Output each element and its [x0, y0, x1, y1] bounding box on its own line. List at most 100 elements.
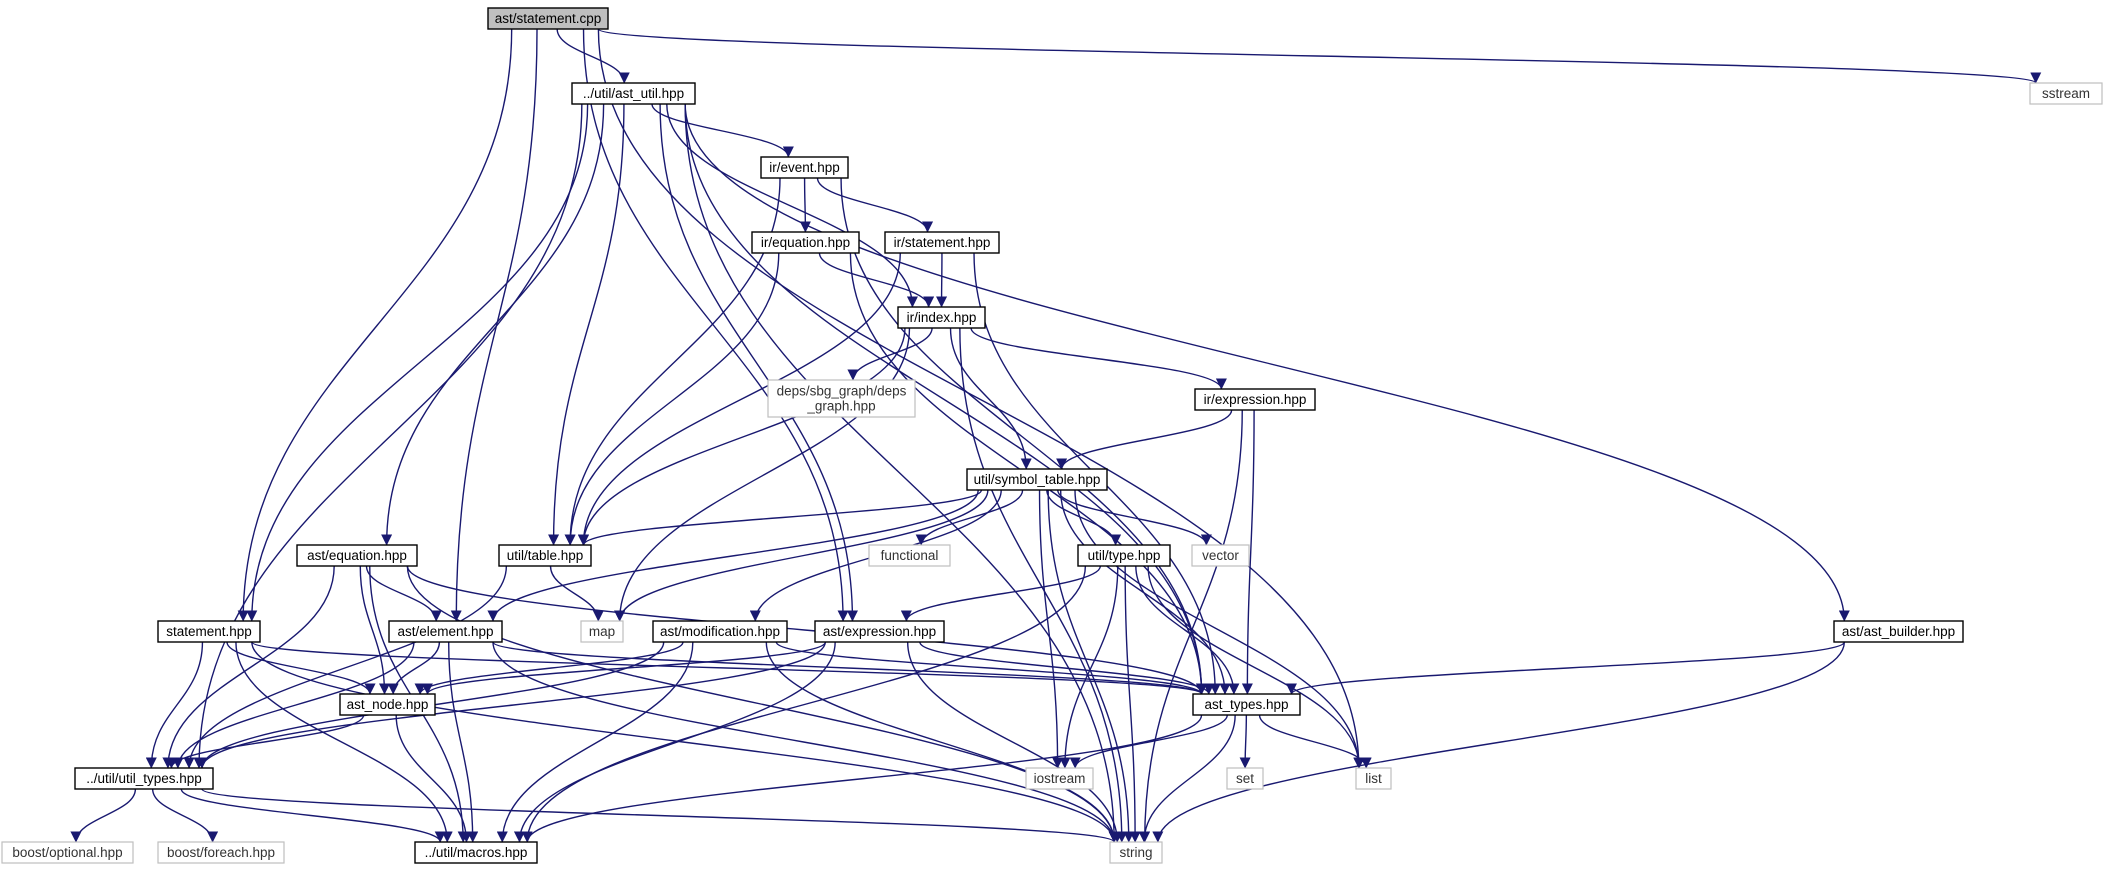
- edge-util_ast_util_hpp-to-ast_expression_hpp: [659, 103, 858, 622]
- node-label-util_table_hpp: util/table.hpp: [507, 548, 584, 563]
- node-label-string: string: [1119, 845, 1152, 860]
- node-util_type_hpp[interactable]: util/type.hpp: [1077, 544, 1171, 567]
- node-label-ast_types_hpp: ast_types.hpp: [1204, 697, 1288, 712]
- node-label-ir_statement_hpp: ir/statement.hpp: [894, 235, 991, 250]
- node-iostream[interactable]: iostream: [1025, 767, 1094, 790]
- edge-ast_expression_hpp-to-ast_types_hpp: [919, 641, 1215, 695]
- edge-util_type_hpp-to-ast_expression_hpp: [900, 565, 1102, 622]
- node-box-ast_ast_builder_hpp[interactable]: [1833, 620, 1964, 643]
- node-statement_hpp[interactable]: statement.hpp: [157, 620, 261, 643]
- edge-ast_types_hpp-to-set: [1239, 714, 1251, 769]
- node-boost_foreach_hpp[interactable]: boost/foreach.hpp: [157, 841, 285, 864]
- node-box-util_symbol_table_hpp[interactable]: [966, 468, 1108, 491]
- node-ir_equation_hpp[interactable]: ir/equation.hpp: [751, 231, 860, 254]
- edge-ir_equation_hpp-to-util_table_hpp: [564, 252, 780, 546]
- node-ast_types_hpp[interactable]: ast_types.hpp: [1192, 693, 1301, 716]
- node-ast_ast_builder_hpp[interactable]: ast/ast_builder.hpp: [1833, 620, 1964, 643]
- node-deps_graph_hpp[interactable]: deps/sbg_graph/deps_graph.hpp: [767, 379, 916, 418]
- edge-ast_ast_builder_hpp-to-string: [1152, 641, 1846, 843]
- node-boost_optional_hpp[interactable]: boost/optional.hpp: [1, 841, 134, 864]
- edge-util_table_hpp-to-util_util_types_hpp: [183, 565, 508, 769]
- node-set[interactable]: set: [1226, 767, 1264, 790]
- node-box-statement_cpp[interactable]: [487, 7, 609, 30]
- node-ir_statement_hpp[interactable]: ir/statement.hpp: [884, 231, 1000, 254]
- node-vector[interactable]: vector: [1191, 544, 1250, 567]
- node-box-map[interactable]: [580, 620, 624, 643]
- node-box-ir_equation_hpp[interactable]: [751, 231, 860, 254]
- node-box-ir_event_hpp[interactable]: [760, 156, 849, 179]
- node-box-list[interactable]: [1355, 767, 1392, 790]
- edge-util_util_types_hpp-to-boost_foreach_hpp: [151, 788, 219, 843]
- node-label-ir_expression_hpp: ir/expression.hpp: [1204, 392, 1307, 407]
- node-ir_index_hpp[interactable]: ir/index.hpp: [897, 306, 986, 329]
- node-label-functional: functional: [881, 548, 939, 563]
- node-box-set[interactable]: [1226, 767, 1264, 790]
- node-box-string[interactable]: [1109, 841, 1163, 864]
- node-box-util_table_hpp[interactable]: [498, 544, 592, 567]
- node-statement_cpp[interactable]: ast/statement.cpp: [487, 7, 609, 30]
- node-box-ast_types_hpp[interactable]: [1192, 693, 1301, 716]
- node-box-ast_element_hpp[interactable]: [388, 620, 503, 643]
- node-box-vector[interactable]: [1191, 544, 1250, 567]
- node-box-ir_statement_hpp[interactable]: [884, 231, 1000, 254]
- node-ast_node_hpp[interactable]: ast_node.hpp: [339, 693, 436, 716]
- node-util_table_hpp[interactable]: util/table.hpp: [498, 544, 592, 567]
- edge-util_ast_util_hpp-to-ast_types_hpp: [684, 103, 1208, 695]
- edge-statement_hpp-to-util_macros_hpp: [235, 641, 453, 843]
- node-label-util_macros_hpp: ../util/macros.hpp: [425, 845, 528, 860]
- node-util_util_types_hpp[interactable]: ../util/util_types.hpp: [74, 767, 214, 790]
- edge-util_ast_util_hpp-to-ir_event_hpp: [651, 103, 794, 158]
- edge-util_ast_util_hpp-to-ir_index_hpp: [666, 103, 918, 308]
- node-label-sstream: sstream: [2042, 86, 2090, 101]
- node-box-util_macros_hpp[interactable]: [414, 841, 538, 864]
- edge-ir_statement_hpp-to-util_table_hpp: [577, 252, 901, 546]
- node-label-util_ast_util_hpp: ../util/ast_util.hpp: [583, 86, 684, 101]
- edge-statement_hpp-to-util_util_types_hpp: [145, 641, 204, 769]
- edge-util_ast_util_hpp-to-util_util_types_hpp: [193, 103, 583, 769]
- node-box-util_type_hpp[interactable]: [1077, 544, 1171, 567]
- edge-ast_element_hpp-to-util_util_types_hpp: [172, 641, 415, 769]
- node-box-ir_index_hpp[interactable]: [897, 306, 986, 329]
- node-box-ir_expression_hpp[interactable]: [1194, 388, 1316, 411]
- edge-ast_element_hpp-to-ast_types_hpp: [492, 641, 1207, 695]
- edge-statement_cpp-to-list: [597, 28, 1365, 769]
- node-string[interactable]: string: [1109, 841, 1163, 864]
- node-box-ast_equation_hpp[interactable]: [296, 544, 418, 567]
- node-label-list: list: [1365, 771, 1382, 786]
- node-box-functional[interactable]: [868, 544, 951, 567]
- node-box-boost_foreach_hpp[interactable]: [157, 841, 285, 864]
- node-box-iostream[interactable]: [1025, 767, 1094, 790]
- node-map[interactable]: map: [580, 620, 624, 643]
- node-label-util_type_hpp: util/type.hpp: [1088, 548, 1161, 563]
- node-label-ast_element_hpp: ast/element.hpp: [397, 624, 493, 639]
- node-ir_expression_hpp[interactable]: ir/expression.hpp: [1194, 388, 1316, 411]
- node-ast_equation_hpp[interactable]: ast/equation.hpp: [296, 544, 418, 567]
- node-box-ast_expression_hpp[interactable]: [814, 620, 945, 643]
- edge-ir_expression_hpp-to-string: [1139, 409, 1243, 843]
- node-functional[interactable]: functional: [868, 544, 951, 567]
- edge-statement_hpp-to-string: [251, 641, 1120, 843]
- node-util_macros_hpp[interactable]: ../util/macros.hpp: [414, 841, 538, 864]
- edge-util_symbol_table_hpp-to-vector: [1057, 489, 1212, 546]
- node-list[interactable]: list: [1355, 767, 1392, 790]
- node-util_ast_util_hpp[interactable]: ../util/ast_util.hpp: [571, 82, 696, 105]
- node-box-util_util_types_hpp[interactable]: [74, 767, 214, 790]
- node-box-boost_optional_hpp[interactable]: [1, 841, 134, 864]
- node-box-util_ast_util_hpp[interactable]: [571, 82, 696, 105]
- node-ir_event_hpp[interactable]: ir/event.hpp: [760, 156, 849, 179]
- node-ast_expression_hpp[interactable]: ast/expression.hpp: [814, 620, 945, 643]
- node-sstream[interactable]: sstream: [2029, 82, 2103, 105]
- node-box-sstream[interactable]: [2029, 82, 2103, 105]
- node-box-ast_node_hpp[interactable]: [339, 693, 436, 716]
- node-box-deps_graph_hpp[interactable]: [767, 379, 916, 418]
- edge-util_symbol_table_hpp-to-functional: [915, 489, 1024, 546]
- edge-ast_node_hpp-to-util_util_types_hpp: [165, 714, 365, 769]
- edge-ast_types_hpp-to-list: [1258, 714, 1372, 769]
- edge-ast_equation_hpp-to-ast_node_hpp: [359, 565, 391, 695]
- node-ast_element_hpp[interactable]: ast/element.hpp: [388, 620, 503, 643]
- node-box-ast_modification_hpp[interactable]: [652, 620, 788, 643]
- node-ast_modification_hpp[interactable]: ast/modification.hpp: [652, 620, 788, 643]
- edge-ast_modification_hpp-to-string: [765, 641, 1120, 843]
- node-box-statement_hpp[interactable]: [157, 620, 261, 643]
- node-util_symbol_table_hpp[interactable]: util/symbol_table.hpp: [966, 468, 1108, 491]
